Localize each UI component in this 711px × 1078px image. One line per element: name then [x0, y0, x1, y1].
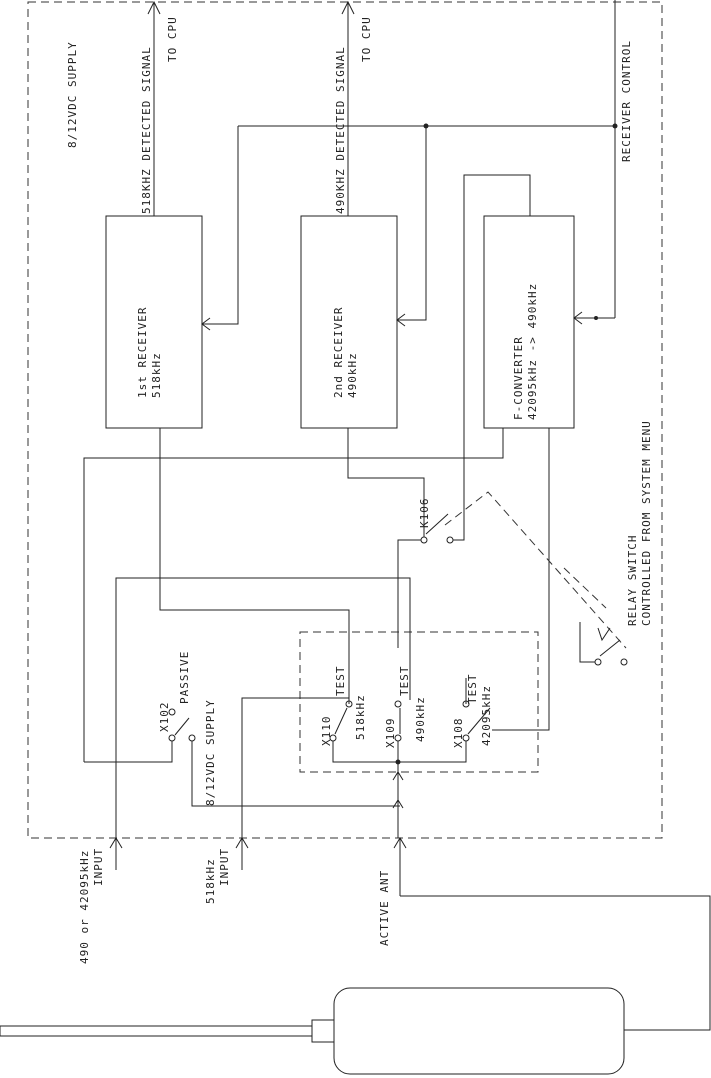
rx1-freq: 518kHz: [150, 352, 163, 398]
input-490-label: 490 or 42095kHz: [78, 850, 91, 964]
receiver-control-label: RECEIVER CONTROL: [620, 40, 633, 162]
active-antenna-unit: [333, 987, 625, 1075]
x108-test: TEST: [466, 674, 479, 705]
f-converter-block: [483, 215, 575, 429]
input-490-input: INPUT: [92, 848, 105, 886]
to-cpu-label-2: TO CPU: [360, 16, 373, 62]
rx1-name: 1st RECEIVER: [136, 307, 149, 398]
conv-range: 42095kHz -> 490kHz: [526, 283, 539, 420]
input-518-input: INPUT: [218, 848, 231, 886]
k106-label: K106: [418, 498, 431, 529]
first-receiver-block: [105, 215, 203, 429]
x110-test: TEST: [334, 666, 347, 697]
active-ant-label: ACTIVE ANT: [378, 870, 391, 946]
input-518-label: 518kHz: [204, 858, 217, 904]
x102-label: X102: [158, 702, 171, 733]
x109-freq: 490kHz: [414, 696, 427, 742]
signal-518-label: 518KHZ DETECTED SIGNAL: [140, 46, 153, 214]
x108-label: X108: [452, 718, 465, 749]
relay-controlled-label: CONTROLLED FROM SYSTEM MENU: [640, 420, 653, 626]
second-receiver-block: [300, 215, 398, 429]
enclosure-outline: [27, 1, 663, 839]
x108-freq: 42095kHz: [480, 685, 493, 746]
x110-label: X110: [320, 716, 333, 747]
x109-test: TEST: [398, 666, 411, 697]
supply-mid-label: 8/12VDC SUPPLY: [204, 699, 217, 806]
passive-label: PASSIVE: [178, 651, 191, 704]
test-relay-enclosure: [299, 631, 539, 773]
to-cpu-label-1: TO CPU: [166, 16, 179, 62]
relay-switch-label: RELAY SWITCH: [626, 535, 639, 626]
conv-name: F-CONVERTER: [512, 336, 525, 420]
supply-top-label: 8/12VDC SUPPLY: [66, 41, 79, 148]
x110-freq: 518kHz: [354, 694, 367, 740]
rx2-name: 2nd RECEIVER: [332, 307, 345, 398]
x109-label: X109: [384, 718, 397, 749]
rx2-freq: 490kHz: [346, 352, 359, 398]
signal-490-label: 490KHZ DETECTED SIGNAL: [334, 46, 347, 214]
